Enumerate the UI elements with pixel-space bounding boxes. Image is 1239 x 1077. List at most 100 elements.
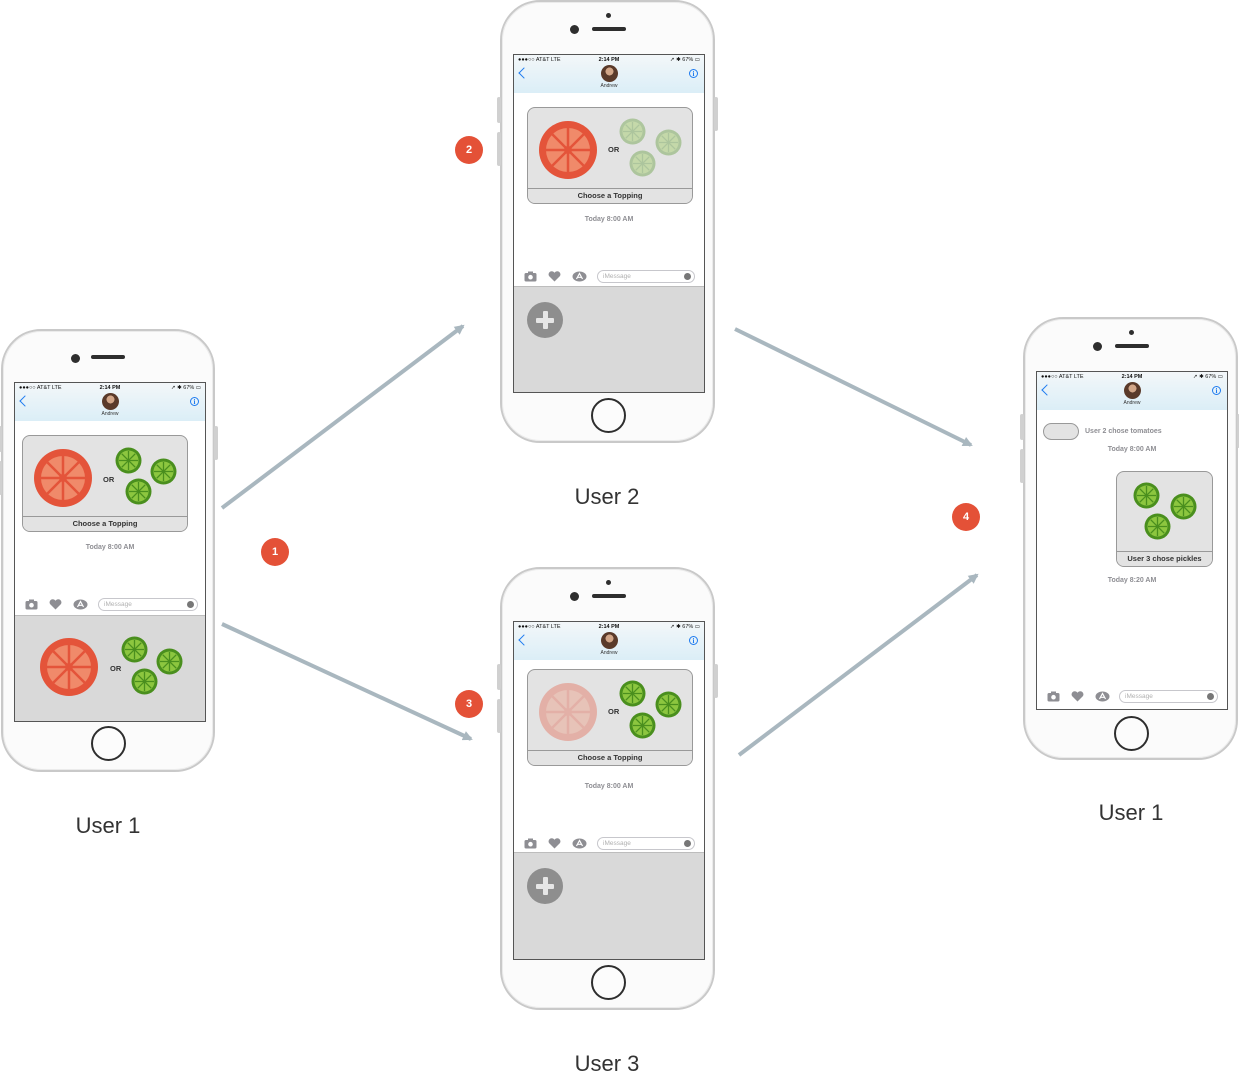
home-button[interactable] bbox=[591, 398, 626, 433]
back-chevron-icon[interactable] bbox=[518, 67, 530, 79]
pickle-slice bbox=[1144, 513, 1171, 540]
message-timestamp: Today 8:00 AM bbox=[584, 216, 634, 223]
info-icon[interactable]: i bbox=[1212, 386, 1221, 395]
mic-icon[interactable] bbox=[684, 273, 691, 280]
avatar[interactable] bbox=[1124, 382, 1141, 399]
heart-sticker-icon[interactable] bbox=[49, 599, 62, 610]
camera-icon[interactable] bbox=[25, 599, 38, 610]
pickle-option-button[interactable] bbox=[131, 668, 158, 695]
tomato-slice bbox=[34, 449, 92, 507]
avatar[interactable] bbox=[601, 632, 618, 649]
volume-button bbox=[497, 132, 501, 166]
pickle-option-button[interactable] bbox=[156, 648, 183, 675]
message-input[interactable]: iMessage bbox=[597, 270, 695, 283]
clock: 2:14 PM bbox=[598, 624, 620, 630]
card-caption: Choose a Topping bbox=[528, 188, 692, 203]
status-bar: ●●●○○ AT&T LTE 2:14 PM ➚ ✱ 67% ▭ bbox=[514, 622, 704, 631]
collapsed-message-bubble[interactable] bbox=[1043, 423, 1079, 440]
arrow-user1-to-user2 bbox=[220, 324, 465, 510]
message-timestamp: Today 8:20 AM bbox=[1107, 577, 1157, 584]
result-card[interactable]: User 3 chose pickles bbox=[1116, 471, 1213, 567]
camera-icon[interactable] bbox=[1047, 691, 1060, 702]
battery-icon: ➚ ✱ 67% ▭ bbox=[669, 624, 700, 630]
info-icon[interactable]: i bbox=[689, 69, 698, 78]
pickle-slice-faded bbox=[629, 150, 656, 177]
info-icon[interactable]: i bbox=[190, 397, 199, 406]
status-bar: ●●●○○ AT&T LTE 2:14 PM ➚ ✱ 67% ▭ bbox=[15, 383, 205, 392]
mic-icon[interactable] bbox=[187, 601, 194, 608]
camera-icon[interactable] bbox=[524, 838, 537, 849]
power-button bbox=[714, 664, 718, 698]
app-store-icon[interactable] bbox=[1095, 691, 1110, 702]
home-button[interactable] bbox=[91, 726, 126, 761]
phone-user3: ●●●○○ AT&T LTE 2:14 PM ➚ ✱ 67% ▭ Andrew … bbox=[497, 567, 718, 1010]
camera-icon[interactable] bbox=[524, 271, 537, 282]
topping-poll-card[interactable]: OR Choose a Topping bbox=[527, 107, 693, 204]
pickle-slice bbox=[1170, 493, 1197, 520]
card-caption: User 3 chose pickles bbox=[1117, 551, 1212, 566]
back-chevron-icon[interactable] bbox=[518, 634, 530, 646]
input-bar: iMessage bbox=[514, 268, 704, 286]
pickle-slice-faded bbox=[655, 129, 682, 156]
app-store-icon[interactable] bbox=[572, 271, 587, 282]
topping-poll-card[interactable]: OR Choose a Topping bbox=[527, 669, 693, 766]
volume-button bbox=[1020, 449, 1024, 483]
pickle-slice-faded bbox=[619, 118, 646, 145]
power-button bbox=[1237, 414, 1239, 448]
app-store-icon[interactable] bbox=[572, 838, 587, 849]
avatar[interactable] bbox=[601, 65, 618, 82]
volume-button bbox=[497, 97, 501, 123]
pickle-slice bbox=[125, 478, 152, 505]
input-bar: iMessage bbox=[15, 596, 205, 614]
heart-sticker-icon[interactable] bbox=[548, 838, 561, 849]
heart-sticker-icon[interactable] bbox=[548, 271, 561, 282]
info-icon[interactable]: i bbox=[689, 636, 698, 645]
tomato-slice-faded bbox=[539, 683, 597, 741]
home-button[interactable] bbox=[591, 965, 626, 1000]
clock: 2:14 PM bbox=[598, 57, 620, 63]
heart-sticker-icon[interactable] bbox=[1071, 691, 1084, 702]
carrier: ●●●○○ AT&T LTE bbox=[19, 385, 62, 391]
earpiece-speaker bbox=[592, 594, 626, 598]
screen: ●●●○○ AT&T LTE 2:14 PM ➚ ✱ 67% ▭ Andrew … bbox=[14, 382, 206, 722]
message-input[interactable]: iMessage bbox=[1119, 690, 1218, 703]
plus-icon[interactable] bbox=[527, 868, 563, 904]
clock: 2:14 PM bbox=[99, 385, 121, 391]
pickle-slice bbox=[629, 712, 656, 739]
input-placeholder: iMessage bbox=[603, 840, 631, 847]
tomato-option-button[interactable] bbox=[39, 637, 99, 697]
message-input[interactable]: iMessage bbox=[597, 837, 695, 850]
step-badge-2: 2 bbox=[455, 136, 483, 164]
arrow-user2-to-final bbox=[734, 327, 973, 447]
back-chevron-icon[interactable] bbox=[1041, 384, 1053, 396]
app-drawer: OR bbox=[15, 615, 205, 721]
card-caption: Choose a Topping bbox=[23, 516, 187, 531]
contact-name: Andrew bbox=[600, 650, 618, 656]
screen: ●●●○○ AT&T LTE 2:14 PM ➚ ✱ 67% ▭ Andrew … bbox=[513, 621, 705, 960]
summary-text: User 2 chose tomatoes bbox=[1085, 428, 1162, 435]
status-bar: ●●●○○ AT&T LTE 2:14 PM ➚ ✱ 67% ▭ bbox=[1037, 372, 1227, 381]
message-timestamp: Today 8:00 AM bbox=[1107, 446, 1157, 453]
avatar[interactable] bbox=[102, 393, 119, 410]
pickle-slice bbox=[619, 680, 646, 707]
sensor-dot bbox=[1129, 330, 1134, 335]
or-label: OR bbox=[608, 707, 620, 716]
mic-icon[interactable] bbox=[1207, 693, 1214, 700]
plus-icon[interactable] bbox=[527, 302, 563, 338]
earpiece-speaker bbox=[592, 27, 626, 31]
back-chevron-icon[interactable] bbox=[19, 395, 31, 407]
carrier: ●●●○○ AT&T LTE bbox=[518, 57, 561, 63]
message-input[interactable]: iMessage bbox=[98, 598, 198, 611]
home-button[interactable] bbox=[1114, 716, 1149, 751]
front-camera bbox=[71, 354, 80, 363]
status-bar: ●●●○○ AT&T LTE 2:14 PM ➚ ✱ 67% ▭ bbox=[514, 55, 704, 64]
mic-icon[interactable] bbox=[684, 840, 691, 847]
topping-poll-card[interactable]: OR Choose a Topping bbox=[22, 435, 188, 532]
step-badge-1: 1 bbox=[261, 538, 289, 566]
app-drawer bbox=[514, 852, 704, 959]
arrow-user1-to-user3 bbox=[221, 622, 473, 741]
pickle-option-button[interactable] bbox=[121, 636, 148, 663]
app-store-icon[interactable] bbox=[73, 599, 88, 610]
input-placeholder: iMessage bbox=[603, 273, 631, 280]
power-button bbox=[214, 426, 218, 460]
